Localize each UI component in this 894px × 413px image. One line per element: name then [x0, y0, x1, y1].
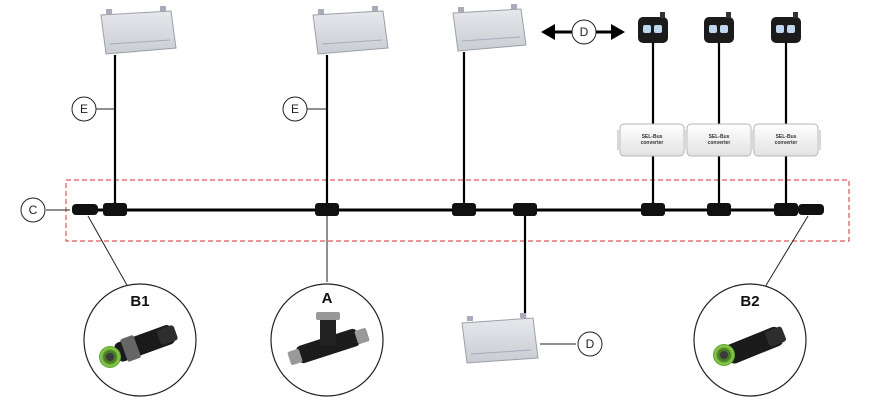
svg-text:D: D: [586, 337, 595, 351]
female-connector-image: [725, 326, 786, 364]
callout-d-bottom: D: [577, 331, 603, 357]
double-arrow-d: D: [541, 19, 625, 45]
controller-device: [452, 4, 527, 52]
t-connector: [103, 203, 127, 216]
svg-text:converter: converter: [641, 140, 664, 146]
svg-text:B2: B2: [740, 293, 759, 310]
svg-text:SEL-Bus: SEL-Bus: [776, 134, 797, 140]
leader-lines: [46, 108, 809, 345]
controller-device-bottom: [461, 313, 539, 364]
detail-a: A: [270, 283, 384, 397]
terminator-b1: [72, 204, 98, 215]
detail-b1: B1: [83, 283, 197, 397]
sensor-module: [638, 12, 668, 43]
sensor-module: [704, 12, 734, 43]
svg-text:SEL-Bus: SEL-Bus: [709, 134, 730, 140]
t-connector: [707, 203, 731, 216]
t-connector: [774, 203, 798, 216]
t-connectors: [103, 203, 798, 216]
svg-text:converter: converter: [708, 140, 731, 146]
controller-device: [100, 6, 177, 55]
sel-bus-converter: SEL-Bus converter: [617, 123, 687, 157]
svg-text:SEL-Bus: SEL-Bus: [642, 134, 663, 140]
callout-e-mid: E: [282, 96, 308, 122]
callout-c: C: [20, 197, 46, 223]
svg-text:E: E: [80, 102, 88, 116]
svg-text:converter: converter: [775, 140, 798, 146]
sel-bus-converter: SEL-Bus converter: [751, 123, 821, 157]
callout-e-left: E: [71, 96, 97, 122]
drop-lines: [113, 42, 788, 325]
t-connector-image: [287, 312, 370, 365]
svg-text:A: A: [322, 290, 333, 307]
svg-text:E: E: [291, 102, 299, 116]
svg-text:C: C: [29, 203, 38, 217]
sensor-module: [771, 12, 801, 43]
svg-text:D: D: [580, 25, 589, 39]
male-connector-image: [114, 325, 178, 362]
controller-device: [312, 6, 389, 55]
t-connector: [315, 203, 339, 216]
terminator-b2: [798, 204, 824, 215]
t-connector: [641, 203, 665, 216]
t-connector: [513, 203, 537, 216]
t-connector: [452, 203, 476, 216]
detail-b2: B2: [693, 283, 807, 397]
svg-text:B1: B1: [130, 293, 149, 310]
sel-bus-converter: SEL-Bus converter: [684, 123, 754, 157]
